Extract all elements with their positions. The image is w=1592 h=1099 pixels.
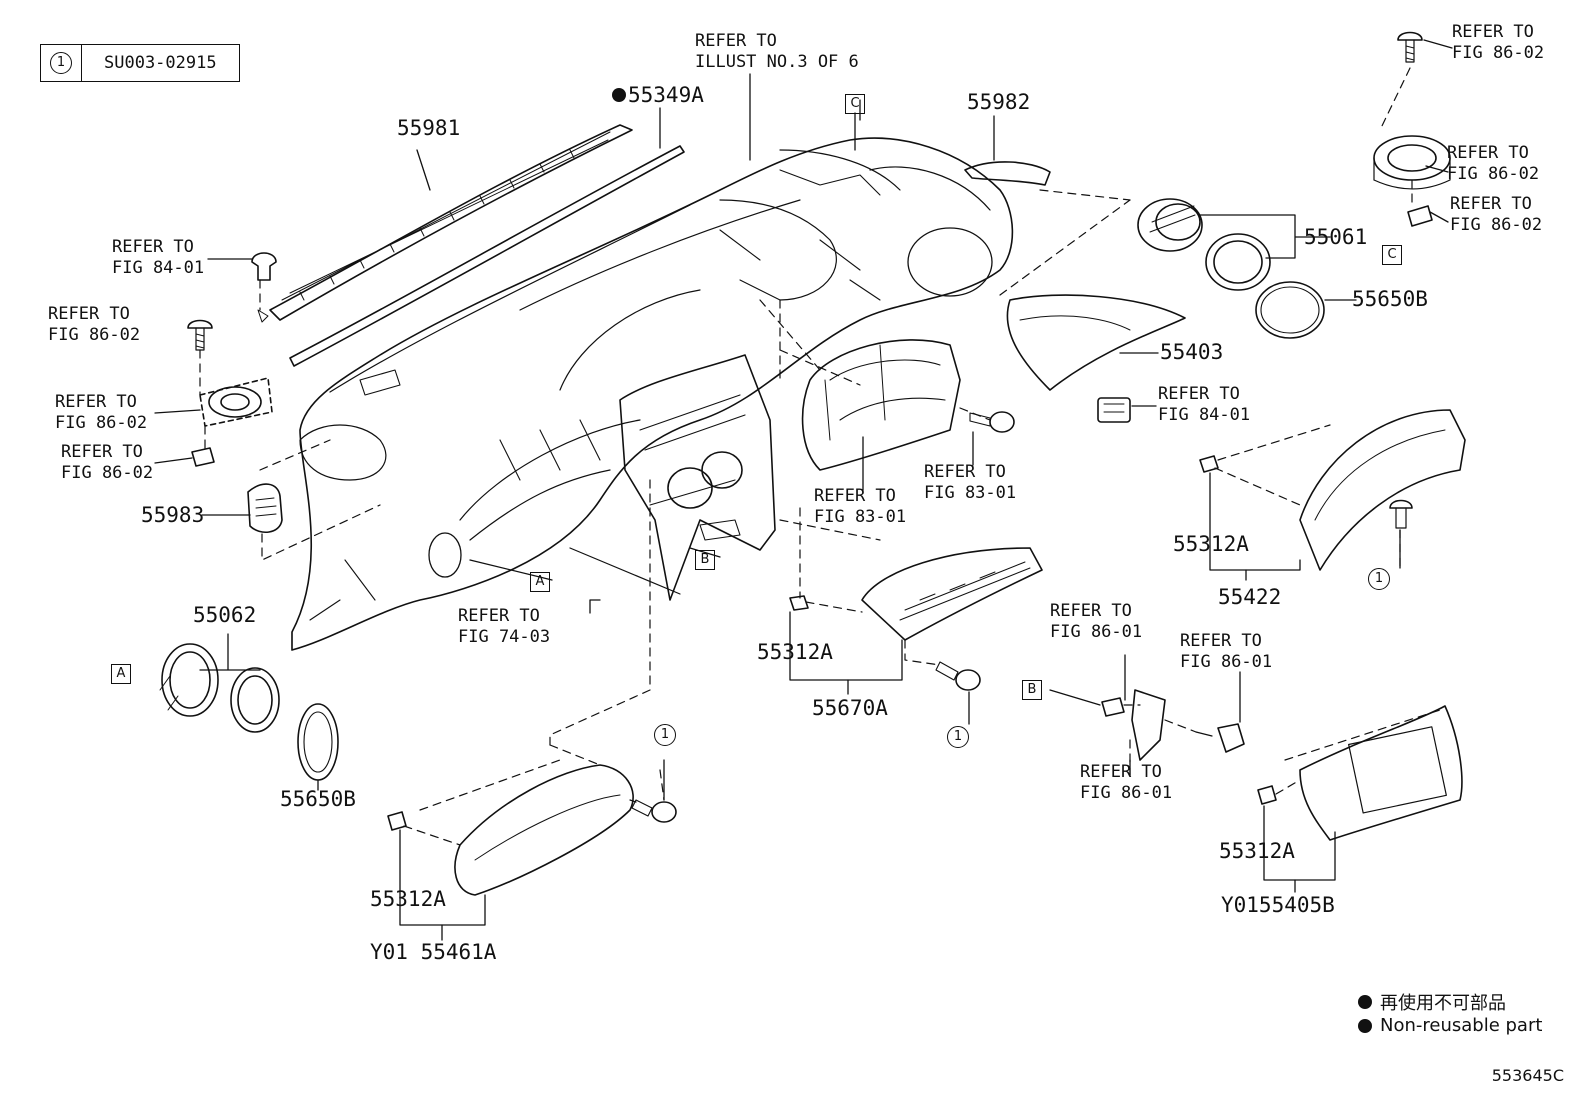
seal-55349A <box>289 145 685 367</box>
speaker-left <box>191 377 273 467</box>
clip-lower-right <box>1257 785 1277 805</box>
ref-fig-84-01-left: REFER TO FIG 84-01 <box>112 237 205 278</box>
screw-left <box>187 319 213 351</box>
callout-b-bracket: B <box>1022 680 1042 700</box>
ref-fig-86-02-top-right-3: REFER TO FIG 86-02 <box>1450 194 1543 235</box>
part-label-55670A: 55670A <box>812 696 888 720</box>
callout-b-dash: B <box>695 550 715 570</box>
part-label-55650B-left: 55650B <box>280 787 356 811</box>
part-label-Y0155405B: Y0155405B <box>1221 893 1335 917</box>
reference-code: SU003-02915 <box>104 53 217 73</box>
legend-english-text: Non-reusable part <box>1380 1015 1543 1036</box>
ref-fig-86-01-a: REFER TO FIG 86-01 <box>1050 601 1143 642</box>
legend-dot-icon <box>1358 995 1372 1009</box>
legend-japanese-text: 再使用不可部品 <box>1380 993 1506 1014</box>
legend-dot-icon <box>1358 1018 1372 1033</box>
register-55061 <box>1137 198 1271 291</box>
ref-fig-74-03: REFER TO FIG 74-03 <box>458 606 551 647</box>
ref-fig-86-01-b: REFER TO FIG 86-01 <box>1180 631 1273 672</box>
clip-right <box>1199 455 1219 473</box>
part-label-55062: 55062 <box>193 603 257 627</box>
ring-55650B-right <box>1255 281 1325 339</box>
lower-panel-right <box>1299 705 1463 841</box>
ref-fig-86-02-left-3: REFER TO FIG 86-02 <box>61 442 154 483</box>
reference-box: 1 SU003-02915 <box>40 44 240 82</box>
ref-fig-86-02-top-right-1: REFER TO FIG 86-02 <box>1452 22 1545 63</box>
side-vent-55983 <box>247 483 283 533</box>
circle-1-right: 1 <box>1368 568 1390 590</box>
ref-fig-86-02-top-right-2: REFER TO FIG 86-02 <box>1447 143 1540 184</box>
glove-box-lid <box>454 764 634 896</box>
clip-glovebox <box>387 811 407 831</box>
defroster-garnish-55981 <box>269 124 633 321</box>
part-label-55650B-right: 55650B <box>1352 287 1428 311</box>
ref-fig-83-01-a: REFER TO FIG 83-01 <box>924 462 1017 503</box>
leader-lines <box>154 39 1453 941</box>
part-label-Y0155461A: Y01 55461A <box>370 940 497 964</box>
ref-fig-84-01-right: REFER TO FIG 84-01 <box>1158 384 1251 425</box>
part-label-55349A-text: 55349A <box>628 83 704 107</box>
figure-number: 553645C <box>1491 1066 1564 1085</box>
center-cluster-frame <box>619 354 776 601</box>
part-label-55312A-center: 55312A <box>757 640 833 664</box>
part-label-55312A-bottom: 55312A <box>370 887 446 911</box>
callout-a-register: A <box>111 664 131 684</box>
part-label-55312A-right: 55312A <box>1173 532 1249 556</box>
part-label-55403: 55403 <box>1160 340 1224 364</box>
ref-fig-83-01-b: REFER TO FIG 83-01 <box>814 486 907 527</box>
ref-fig-86-01-c: REFER TO FIG 86-01 <box>1080 762 1173 803</box>
register-55062 <box>159 643 280 733</box>
clip-center <box>789 595 809 611</box>
bracket-fig86-01 <box>1101 689 1245 761</box>
callout-c-top: C <box>845 94 865 114</box>
legend-japanese: 再使用不可部品 <box>1358 989 1506 1015</box>
panel-55403 <box>1006 294 1186 391</box>
circle-1-center: 1 <box>947 726 969 748</box>
callout-a-dash: A <box>530 572 550 592</box>
reference-key-circle: 1 <box>50 52 72 74</box>
instrument-panel-outline <box>291 137 1014 651</box>
part-label-55983: 55983 <box>141 503 205 527</box>
ref-fig-86-02-left-1: REFER TO FIG 86-02 <box>48 304 141 345</box>
speaker-top-right <box>1373 31 1451 227</box>
screw-center <box>935 661 981 691</box>
part-label-55982: 55982 <box>967 90 1031 114</box>
part-label-55312A-bottom-right: 55312A <box>1219 839 1295 863</box>
legend-english: Non-reusable part <box>1358 1015 1542 1036</box>
screw-glovebox <box>631 799 677 823</box>
screw-right <box>1389 499 1413 529</box>
screw-mid <box>969 411 1015 433</box>
part-label-55349A: 55349A <box>612 84 704 106</box>
reference-key-cell: 1 <box>41 45 82 81</box>
circle-1-glovebox: 1 <box>654 724 676 746</box>
part-label-55981: 55981 <box>397 116 461 140</box>
part-label-55422: 55422 <box>1218 585 1282 609</box>
center-register-55670A <box>861 547 1043 641</box>
ref-fig-86-02-left-2: REFER TO FIG 86-02 <box>55 392 148 433</box>
meter-hood <box>801 339 961 471</box>
switch-fig84-right <box>1097 397 1131 423</box>
non-reusable-dot-icon <box>612 88 626 102</box>
assembly-lines <box>199 67 1441 846</box>
ref-illust-3-of-6: REFER TO ILLUST NO.3 OF 6 <box>695 31 859 72</box>
part-label-55061: 55061 <box>1304 225 1368 249</box>
callout-c-right: C <box>1382 245 1402 265</box>
panel-55982 <box>964 161 1051 186</box>
clip-fig84-left <box>251 252 277 323</box>
knee-panel-55422 <box>1299 409 1466 571</box>
